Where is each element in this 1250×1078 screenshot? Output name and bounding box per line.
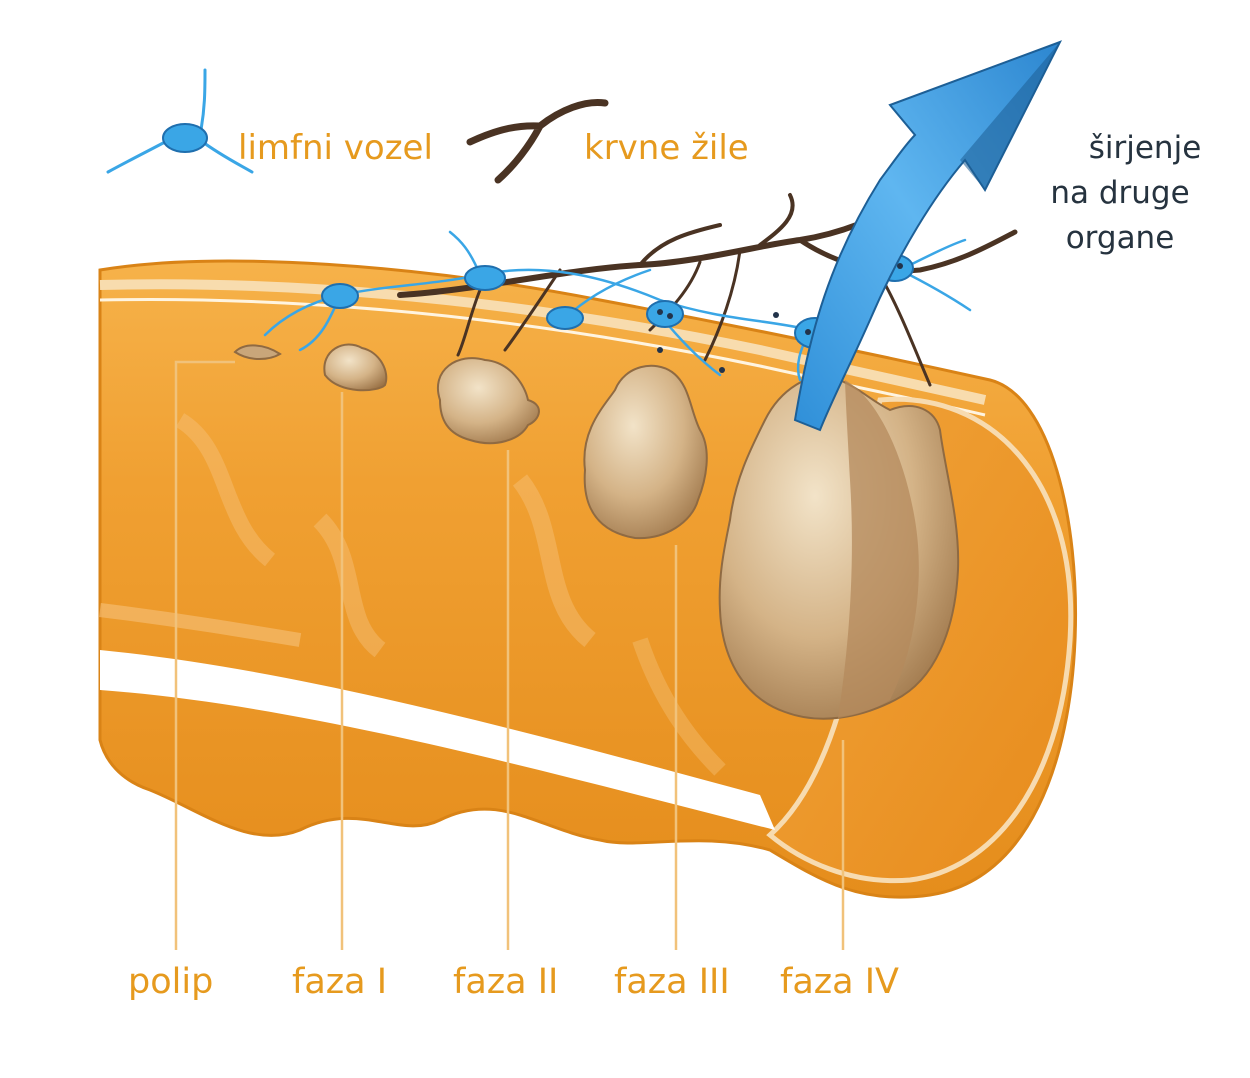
stage-label-faza-1: faza I (292, 962, 387, 1002)
lymph-node (465, 266, 505, 290)
spread-line-1: širjenje (1020, 126, 1220, 171)
stage-label-faza-4: faza IV (780, 962, 899, 1002)
spread-line-3: organe (1020, 216, 1220, 261)
spread-to-organs-label: širjenje na druge organe (1020, 126, 1220, 261)
lymph-node-label: limfni vozel (238, 128, 433, 168)
lymph-node (547, 307, 583, 329)
lymph-node (647, 301, 683, 327)
lymph-node-legend-icon (108, 70, 252, 172)
stage-label-polip: polip (128, 962, 213, 1002)
stage-label-faza-2: faza II (453, 962, 558, 1002)
spread-line-2: na druge (1020, 171, 1220, 216)
stage-label-faza-3: faza III (614, 962, 730, 1002)
lymph-node (322, 284, 358, 308)
blood-vessel-label: krvne žile (584, 128, 749, 168)
